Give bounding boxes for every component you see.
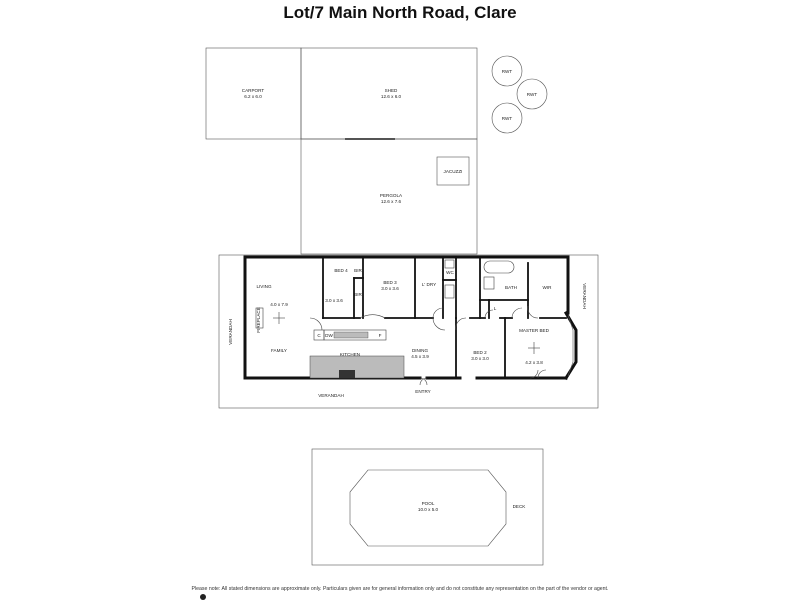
bed4-label: BED 4: [334, 268, 348, 273]
fireplace-label: FIREPLACE: [256, 307, 261, 333]
rwt-tank-2: [516, 78, 548, 110]
compass-icon: [200, 594, 206, 600]
wc-label: WC: [446, 270, 454, 275]
shed-dims: 12.6 x 6.0: [381, 94, 402, 99]
verandah-outline: [218, 254, 599, 409]
pool-deck: DECK POOL 10.0 x 5.0: [311, 448, 544, 566]
bir-label-bed3: BIR: [354, 268, 362, 273]
page-title: Lot/7 Main North Road, Clare: [283, 3, 517, 22]
carport: CARPORT 6.2 x 6.0: [205, 47, 302, 140]
carport-dims: 6.2 x 6.0: [244, 94, 262, 99]
rwt-tank-1: [491, 55, 523, 87]
rwt-tank-3: [491, 102, 523, 134]
vanity: [483, 276, 495, 290]
bed3-label: BED 3: [383, 280, 397, 285]
bed2-dims: 3.0 x 3.0: [471, 356, 489, 361]
dishwasher-label: DW: [325, 333, 333, 338]
shed: SHED 12.6 x 6.0: [300, 47, 478, 140]
master-bed-dims: 4.2 x 3.8: [525, 360, 543, 365]
pergola-dims: 12.6 x 7.6: [381, 199, 402, 204]
jacuzzi: [436, 156, 470, 186]
verandah-label-west: VERANDAH: [228, 319, 233, 345]
jacuzzi-label: JACUZZI: [444, 169, 463, 174]
pool-dims: 10.0 x 5.0: [418, 507, 439, 512]
deck-label: DECK: [513, 504, 527, 509]
pergola-label: PERGOLA: [380, 193, 403, 198]
rainwater-tanks: RWT RWT RWT: [491, 55, 548, 134]
entry-label: ENTRY: [415, 389, 431, 394]
verandah-label-east: VERANDAH: [582, 283, 587, 309]
toilet: [444, 259, 455, 269]
master-bed-label: MASTER BED: [519, 328, 550, 333]
rwt-label-1: RWT: [502, 69, 513, 74]
bath-label: BATH: [505, 285, 517, 290]
dining-dims: 4.5 x 3.9: [411, 354, 429, 359]
fridge-label: F: [379, 333, 382, 338]
living-label: LIVING: [256, 284, 271, 289]
family-label: FAMILY: [271, 348, 287, 353]
rwt-label-3: RWT: [502, 116, 513, 121]
dining-label: DINING: [412, 348, 429, 353]
verandah-label-south: VERANDAH: [318, 393, 344, 398]
pergola: PERGOLA 12.6 x 7.6 JACUZZI: [300, 138, 478, 255]
bed3-dims: 3.0 x 3.6: [381, 286, 399, 291]
laundry-label: L' DRY: [422, 282, 436, 287]
doors: [309, 305, 547, 386]
cook-label: C: [317, 333, 321, 338]
pool: [349, 469, 507, 547]
kitchen-benches: [309, 329, 405, 379]
carport-label: CARPORT: [242, 88, 265, 93]
bir-label-bed4: BIR: [354, 292, 362, 297]
shed-label: SHED: [385, 88, 398, 93]
bed2-label: BED 2: [473, 350, 487, 355]
disclaimer-note: Please note: All stated dimensions are a…: [191, 586, 609, 592]
kitchen-label: KITCHEN: [340, 352, 360, 357]
rwt-label-2: RWT: [527, 92, 538, 97]
pool-label: POOL: [422, 501, 435, 506]
living-dims: 4.0 x 7.9: [270, 302, 288, 307]
bed4-dims: 3.0 x 3.6: [325, 298, 343, 303]
laundry-tub: [444, 284, 455, 299]
ceiling-fan-living: [273, 312, 285, 324]
ceiling-fan-master: [528, 342, 540, 354]
linen-label: L: [494, 306, 497, 311]
fireplace: [255, 307, 264, 329]
wir-label: WIR: [543, 285, 553, 290]
bathtub: [483, 260, 515, 274]
